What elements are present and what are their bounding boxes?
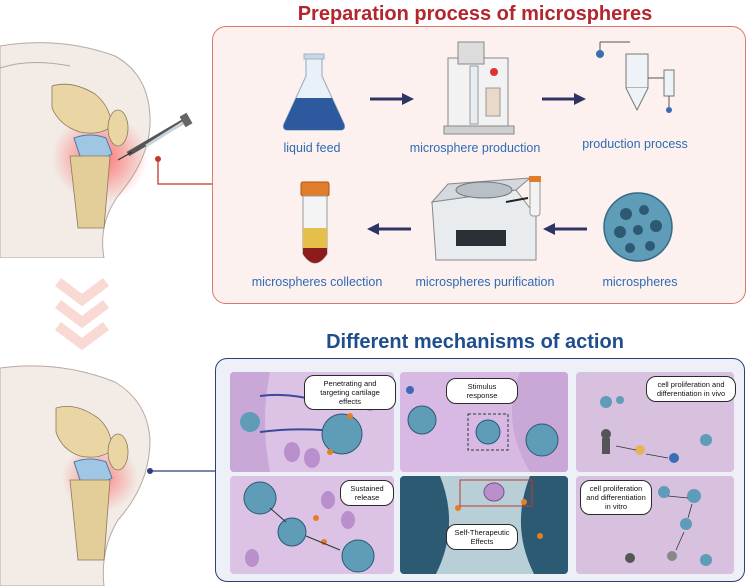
step-label: microspheres purification	[415, 275, 555, 289]
preparation-title: Preparation process of microspheres	[297, 3, 653, 25]
connector-top	[155, 156, 212, 185]
arrow-left-icon	[367, 223, 411, 235]
centrifuge-icon	[430, 176, 541, 261]
chevron-down-icon	[55, 278, 109, 351]
process-diagram-icon	[596, 41, 675, 113]
arrow-right-icon	[542, 93, 586, 105]
step-label: liquid feed	[283, 141, 341, 155]
mechanism-label: cell proliferation and differentiation i…	[580, 480, 652, 515]
step-label: microsphere production	[409, 141, 541, 155]
knee-injection-illustration	[0, 42, 193, 258]
flask-icon	[282, 53, 346, 131]
mechanism-label: Self-Therapeutic Effects	[446, 524, 518, 550]
mechanism-tile	[400, 476, 568, 574]
mechanism-label: Stimulus response	[446, 378, 518, 404]
connector-bottom	[147, 468, 217, 474]
mechanisms-title: Different mechanisms of action	[326, 331, 624, 353]
step-label: production process	[582, 137, 688, 151]
mechanism-label: Penetrating and targeting cartilage effe…	[304, 375, 396, 410]
mechanism-label: cell proliferation and differentiation i…	[646, 376, 736, 402]
mechanism-label: Sustained release	[340, 480, 394, 506]
knee-treated-illustration	[0, 365, 151, 586]
arrow-left-icon	[543, 223, 587, 235]
spray-dryer-icon	[443, 41, 515, 135]
arrow-right-icon	[370, 93, 414, 105]
tube-icon	[300, 181, 330, 264]
microsphere-icon	[603, 192, 673, 262]
step-label: microspheres	[602, 275, 678, 289]
mechanism-tile	[230, 476, 394, 574]
step-label: microspheres collection	[251, 275, 383, 289]
